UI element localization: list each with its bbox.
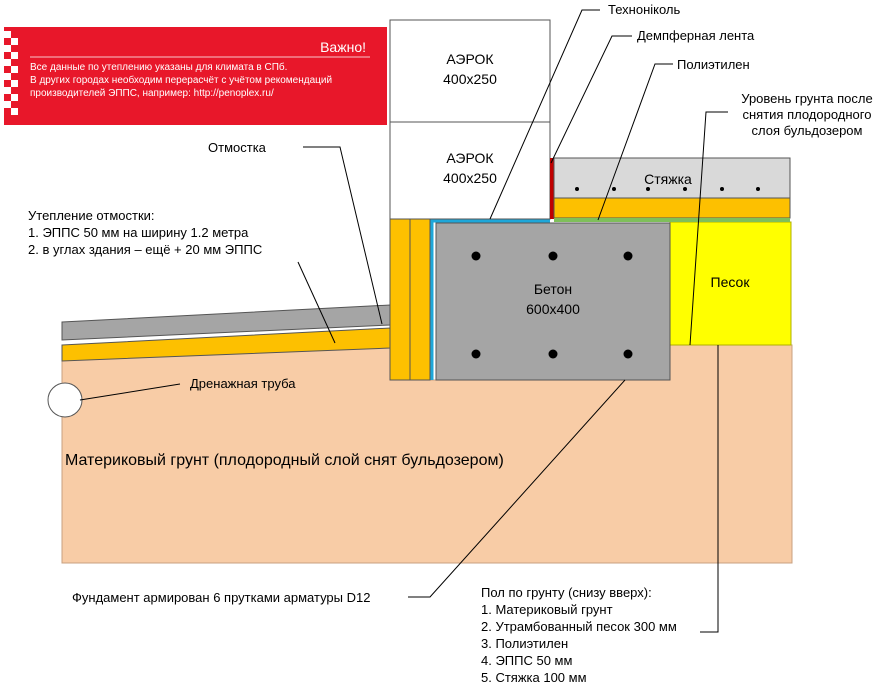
leader-lines: [79, 9, 728, 633]
rebar-dots: [471, 251, 633, 359]
damper-tape: [550, 158, 554, 219]
concrete-size: 600x400: [526, 301, 580, 317]
damper-label: Демпферная лента: [637, 28, 755, 43]
warning-box: Важно! Все данные по утеплению указаны д…: [4, 27, 387, 125]
floor-line-6: 5. Стяжка 100 мм: [481, 670, 587, 685]
floor-line-2: 1. Материковый грунт: [481, 602, 613, 617]
epps-wall-inner: [409, 218, 431, 381]
ground-level-line-2: снятия плодородного: [743, 107, 872, 122]
screed-label: Стяжка: [644, 171, 692, 187]
technonikol-membrane: [430, 219, 550, 380]
sand-label: Песок: [711, 274, 751, 290]
ground-level-line-1: Уровень грунта после: [741, 91, 872, 106]
warning-line-1: Все данные по утеплению указаны для клим…: [30, 61, 287, 73]
soil-label: Материковый грунт (плодородный слой снят…: [65, 452, 504, 469]
concrete-name: Бетон: [534, 281, 572, 297]
screed-dots: [575, 187, 760, 191]
warning-line-3: производителей ЭППС, например: http://pe…: [30, 88, 274, 99]
insulation-line-1: Утепление отмостки:: [28, 208, 155, 223]
warning-stripes: [4, 31, 18, 115]
otmostka-label: Отмостка: [208, 140, 267, 155]
insulation-line-2: 1. ЭППС 50 мм на ширину 1.2 метра: [28, 225, 249, 240]
ground-level-line-3: слоя бульдозером: [752, 123, 863, 138]
floor-line-4: 3. Полиэтилен: [481, 636, 568, 651]
screed-layer: [553, 157, 791, 199]
floor-epps-layer: [553, 197, 791, 219]
warning-title: Важно!: [320, 39, 366, 55]
floor-line-3: 2. Утрамбованный песок 300 мм: [481, 619, 677, 634]
floor-line-5: 4. ЭППС 50 мм: [481, 653, 572, 668]
aerok-top-name: АЭРОК: [446, 51, 494, 67]
drain-pipe: [47, 382, 83, 418]
warning-line-2: В других городах необходим перерасчёт с …: [30, 74, 332, 86]
aerok-top-size: 400x250: [443, 71, 497, 87]
aerok-block-middle: [389, 121, 551, 220]
drain-label: Дренажная труба: [190, 376, 296, 391]
polyethylene-layer: [554, 218, 790, 222]
floor-line-1: Пол по грунту (снизу вверх):: [481, 585, 652, 600]
polyethylene-label: Полиэтилен: [677, 57, 750, 72]
epps-wall-outer: [389, 218, 411, 381]
aerok-mid-size: 400x250: [443, 170, 497, 186]
aerok-mid-name: АЭРОК: [446, 150, 494, 166]
aerok-block-top: [389, 19, 551, 123]
rebar-label: Фундамент армирован 6 прутками арматуры …: [72, 590, 370, 605]
insulation-line-3: 2. в углах здания – ещё + 20 мм ЭППС: [28, 242, 262, 257]
technonikol-label: Техноніколь: [608, 2, 680, 17]
